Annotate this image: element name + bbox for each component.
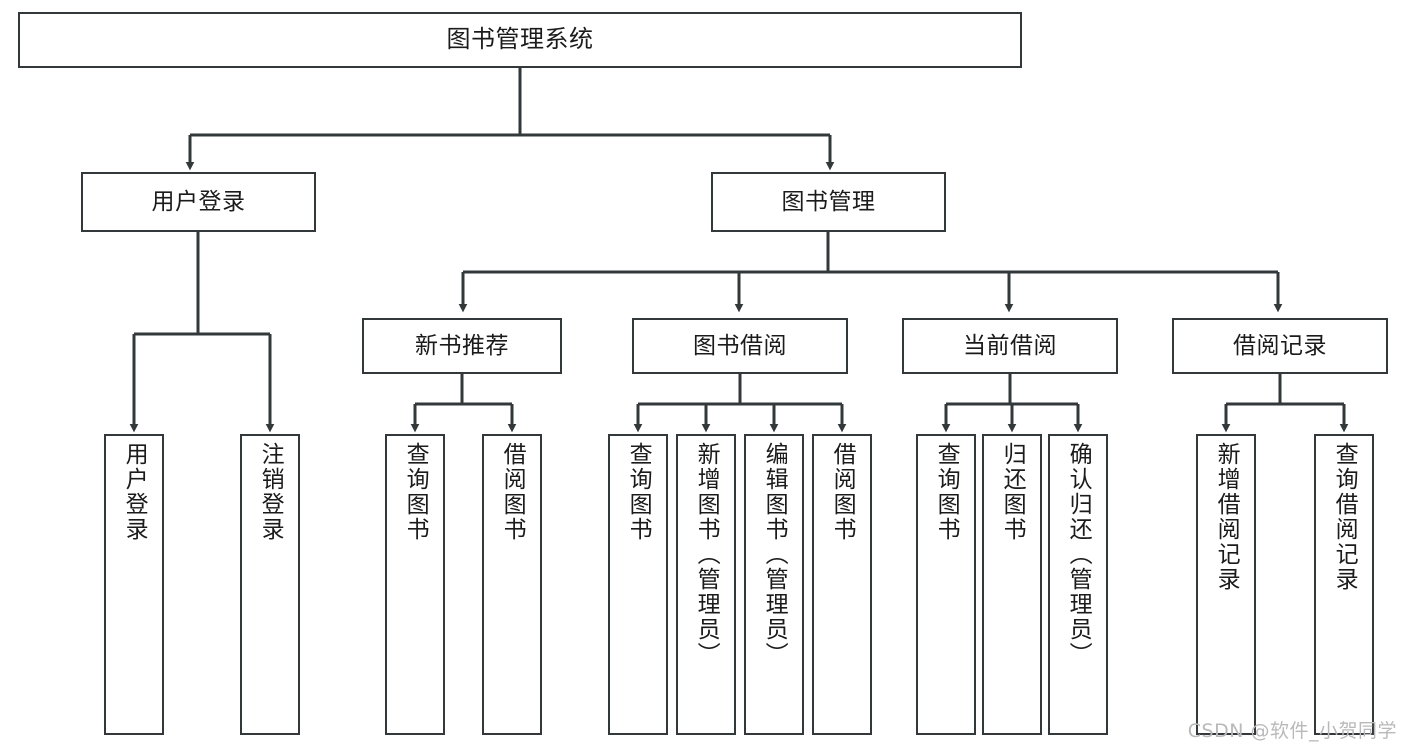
leaf-recommend-query-book[interactable]: 查询图书 — [385, 434, 445, 735]
node-label: 图书管理 — [781, 188, 876, 215]
node-label: 注销登录 — [257, 442, 284, 542]
node-label: 查询图书 — [402, 442, 429, 542]
leaf-user-login[interactable]: 用户登录 — [104, 434, 164, 735]
node-label: 借阅图书 — [499, 442, 526, 542]
node-label: 当前借阅 — [963, 332, 1057, 359]
node-label: 查询图书 — [625, 442, 652, 542]
node-book-management[interactable]: 图书管理 — [711, 172, 946, 232]
leaf-record-query[interactable]: 查询借阅记录 — [1314, 434, 1374, 735]
node-label: 借阅记录 — [1233, 332, 1327, 359]
leaf-recommend-borrow-book[interactable]: 借阅图书 — [482, 434, 542, 735]
node-label: 新书推荐 — [415, 332, 509, 359]
node-label: 借阅图书 — [829, 442, 856, 542]
node-borrow-record[interactable]: 借阅记录 — [1172, 318, 1388, 374]
node-label: 新增图书（管理员） — [693, 442, 720, 667]
node-label: 查询借阅记录 — [1331, 442, 1358, 592]
leaf-borrow-query-book[interactable]: 查询图书 — [608, 434, 668, 735]
leaf-borrow-borrow-book[interactable]: 借阅图书 — [812, 434, 872, 735]
node-label: 新增借阅记录 — [1213, 442, 1240, 592]
node-label: 图书管理系统 — [446, 25, 594, 54]
node-user-login[interactable]: 用户登录 — [81, 172, 316, 232]
node-label: 用户登录 — [151, 188, 246, 215]
node-label: 归还图书 — [999, 442, 1026, 542]
node-new-book-recommend[interactable]: 新书推荐 — [362, 318, 562, 374]
leaf-borrow-edit-book[interactable]: 编辑图书（管理员） — [744, 434, 804, 735]
leaf-borrow-add-book[interactable]: 新增图书（管理员） — [676, 434, 736, 735]
node-label: 查询图书 — [933, 442, 960, 542]
node-label: 编辑图书（管理员） — [761, 442, 788, 667]
leaf-current-return-book[interactable]: 归还图书 — [982, 434, 1042, 735]
node-label: 确认归还（管理员） — [1065, 442, 1092, 667]
node-label: 图书借阅 — [693, 332, 787, 359]
node-book-borrow[interactable]: 图书借阅 — [632, 318, 848, 374]
node-root-system[interactable]: 图书管理系统 — [18, 12, 1022, 68]
leaf-record-add[interactable]: 新增借阅记录 — [1196, 434, 1256, 735]
leaf-user-logout[interactable]: 注销登录 — [240, 434, 300, 735]
leaf-current-confirm-return[interactable]: 确认归还（管理员） — [1048, 434, 1108, 735]
watermark-text: CSDN @软件_小贺同学 — [1187, 720, 1397, 742]
node-current-borrow[interactable]: 当前借阅 — [902, 318, 1118, 374]
node-label: 用户登录 — [121, 442, 148, 542]
leaf-current-query-book[interactable]: 查询图书 — [916, 434, 976, 735]
